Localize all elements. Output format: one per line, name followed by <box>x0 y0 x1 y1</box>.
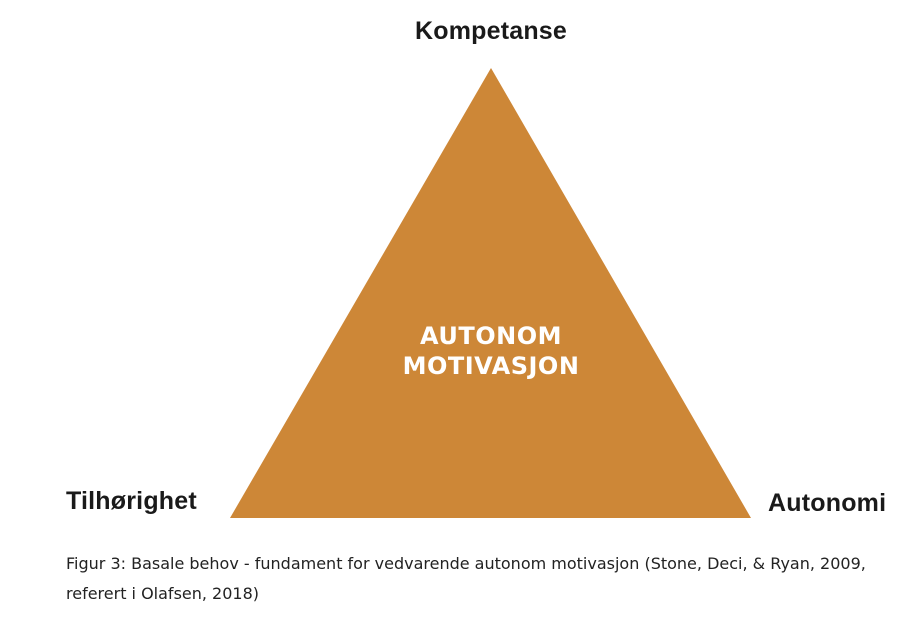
figure-caption: Figur 3: Basale behov - fundament for ve… <box>66 554 866 603</box>
basic-needs-diagram: Kompetanse Tilhørighet Autonomi AUTONOM … <box>66 17 887 518</box>
vertex-label-tilhorighet: Tilhørighet <box>66 487 197 515</box>
needs-triangle <box>230 68 751 518</box>
center-label-line-1: AUTONOM <box>420 322 562 350</box>
vertex-label-autonomi: Autonomi <box>768 489 887 517</box>
vertex-label-kompetanse: Kompetanse <box>414 17 568 45</box>
center-label: AUTONOM MOTIVASJON <box>371 321 611 381</box>
triangle-canvas <box>230 68 751 518</box>
center-label-line-2: MOTIVASJON <box>402 352 580 380</box>
